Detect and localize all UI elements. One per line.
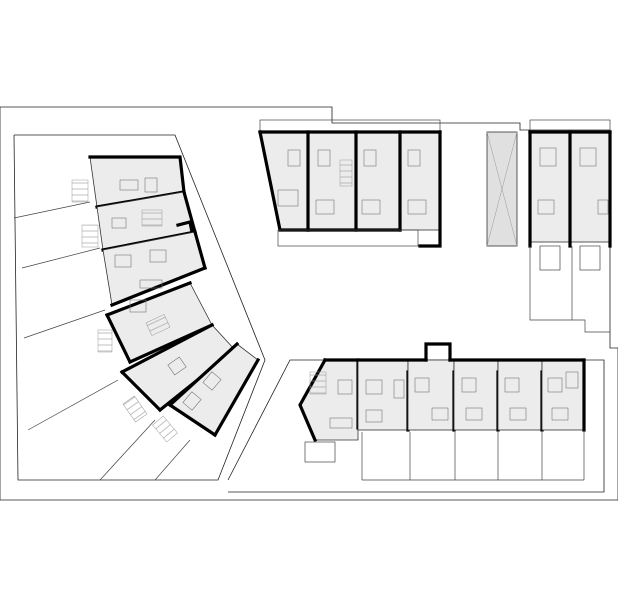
house-curved-6 [152, 341, 261, 443]
house-top-4 [398, 130, 442, 248]
house-top-2 [306, 130, 357, 232]
hatched-strip [486, 131, 518, 247]
house-right-2 [569, 131, 611, 243]
house-bottom-4 [453, 359, 500, 432]
house-bottom-6 [541, 358, 586, 432]
house-right-1 [529, 131, 571, 243]
house-bottom-3 [407, 342, 456, 432]
curved-row-houses [71, 155, 261, 443]
house-curved-3 [102, 230, 208, 308]
top-row-houses [258, 119, 442, 248]
house-top-1 [258, 130, 310, 232]
parcel-lines-curved-row [13, 201, 191, 481]
parcel-lines-bottom-row [361, 432, 585, 481]
house-bottom-2 [357, 359, 410, 432]
house-top-3 [354, 130, 401, 232]
house-bottom-5 [497, 359, 544, 432]
bottom-row-houses [298, 342, 586, 481]
right-pair-houses [528, 119, 612, 333]
house-bottom-1 [298, 357, 360, 463]
